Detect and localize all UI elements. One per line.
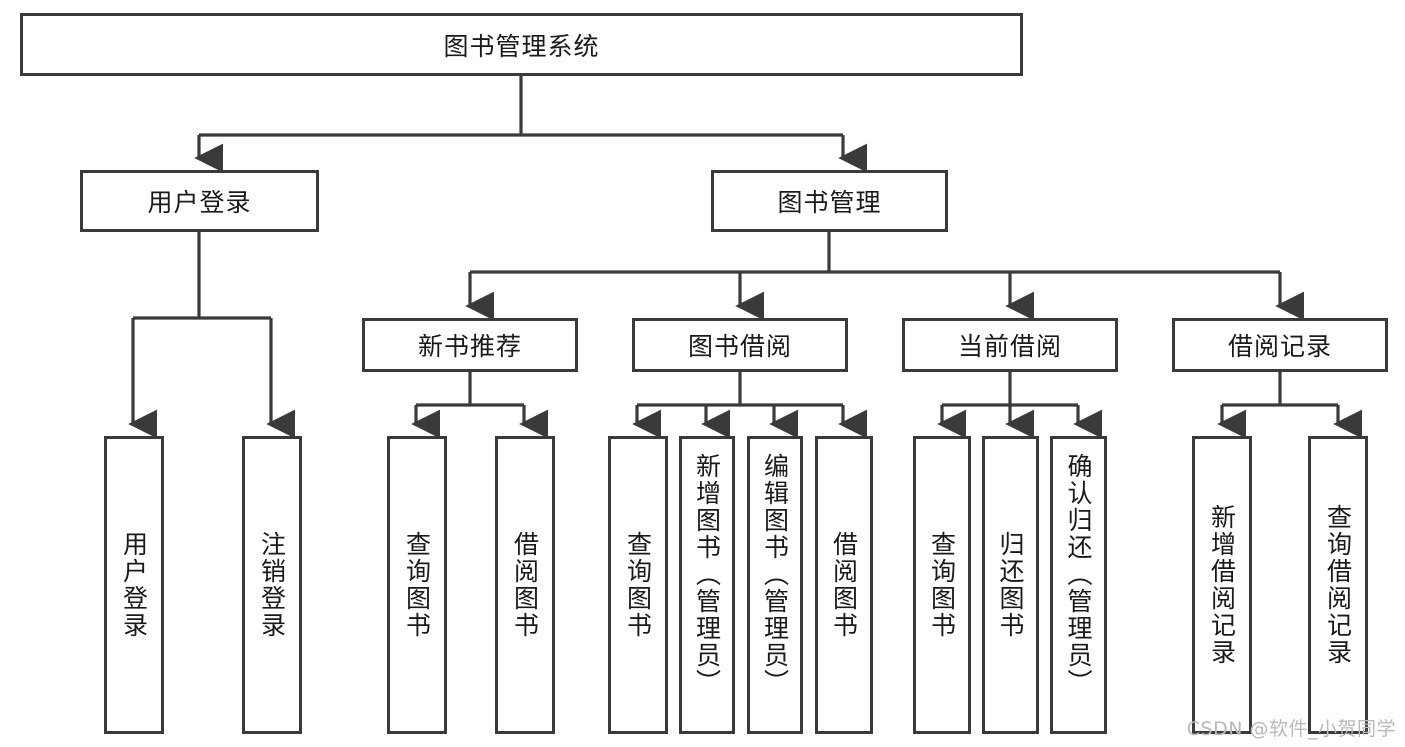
leaf-query-record-label: 查询借阅记录 (1323, 504, 1353, 666)
leaf-add-record[interactable]: 新增借阅记录 (1192, 436, 1252, 734)
node-borrow-record-label: 借阅记录 (1227, 332, 1332, 361)
leaf-borrow-book-1[interactable]: 借阅图书 (495, 436, 555, 734)
node-current-borrow-label: 当前借阅 (957, 332, 1062, 361)
node-root[interactable]: 图书管理系统 (20, 13, 1023, 76)
node-borrow-record[interactable]: 借阅记录 (1172, 318, 1388, 372)
leaf-query-book-1[interactable]: 查询图书 (387, 436, 447, 734)
node-book-manage[interactable]: 图书管理 (711, 170, 948, 232)
leaf-logout-login-label: 注销登录 (257, 531, 287, 639)
watermark: CSDN @软件_小贺同学 (1186, 718, 1396, 740)
leaf-borrow-book-1-label: 借阅图书 (510, 531, 540, 639)
leaf-logout-login[interactable]: 注销登录 (242, 436, 302, 734)
leaf-borrow-book-2[interactable]: 借阅图书 (815, 436, 873, 734)
leaf-query-book-3[interactable]: 查询图书 (913, 436, 971, 734)
node-user-login[interactable]: 用户登录 (80, 170, 319, 232)
leaf-query-book-3-label: 查询图书 (927, 531, 957, 639)
node-book-manage-label: 图书管理 (777, 188, 882, 217)
leaf-return-book-label: 归还图书 (996, 531, 1025, 639)
node-new-book-recommend-label: 新书推荐 (417, 332, 522, 361)
node-book-borrow-label: 图书借阅 (687, 332, 792, 361)
leaf-confirm-return[interactable]: 确认归还（管理员） (1050, 436, 1107, 734)
node-current-borrow[interactable]: 当前借阅 (902, 318, 1118, 372)
leaf-edit-book-label: 编辑图书（管理员） (760, 453, 790, 696)
leaf-confirm-return-label: 确认归还（管理员） (1064, 453, 1093, 696)
leaf-user-login[interactable]: 用户登录 (104, 436, 164, 734)
leaf-borrow-book-2-label: 借阅图书 (829, 531, 859, 639)
leaf-add-record-label: 新增借阅记录 (1207, 504, 1237, 666)
leaf-user-login-label: 用户登录 (119, 531, 149, 639)
leaf-add-book[interactable]: 新增图书（管理员） (679, 436, 735, 734)
node-root-label: 图书管理系统 (443, 31, 600, 61)
leaf-query-book-1-label: 查询图书 (402, 531, 432, 639)
node-book-borrow[interactable]: 图书借阅 (632, 318, 848, 372)
leaf-query-book-2-label: 查询图书 (623, 531, 653, 639)
leaf-edit-book[interactable]: 编辑图书（管理员） (747, 436, 803, 734)
node-new-book-recommend[interactable]: 新书推荐 (362, 318, 578, 372)
leaf-query-book-2[interactable]: 查询图书 (608, 436, 668, 734)
leaf-return-book[interactable]: 归还图书 (982, 436, 1039, 734)
node-user-login-label: 用户登录 (147, 188, 252, 217)
leaf-query-record[interactable]: 查询借阅记录 (1308, 436, 1368, 734)
leaf-add-book-label: 新增图书（管理员） (692, 453, 722, 696)
